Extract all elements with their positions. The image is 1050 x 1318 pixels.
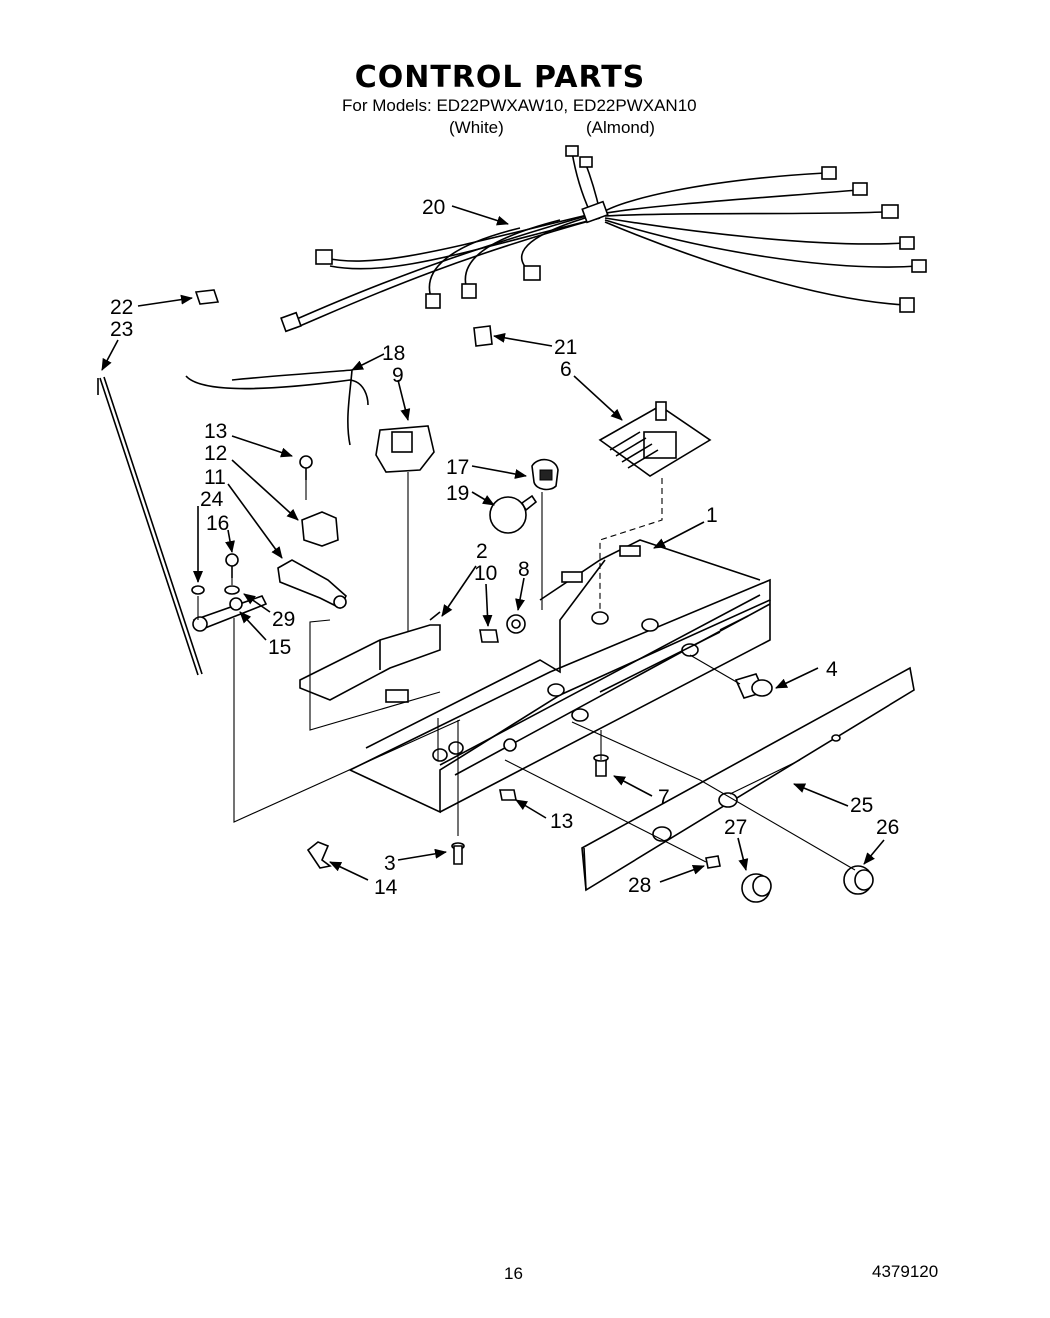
callout-24: 24 [200, 488, 224, 511]
control-board-part-6 [598, 401, 712, 610]
page-number: 16 [504, 1264, 523, 1283]
clip-part-14 [306, 841, 332, 869]
callout-14: 14 [374, 876, 398, 899]
control-housing-part-1 [348, 539, 771, 814]
clip-part-21 [473, 325, 493, 347]
document-number: 4379120 [872, 1262, 939, 1281]
callout-20: 20 [422, 196, 445, 219]
callout-27: 27 [724, 816, 747, 839]
callout-2: 2 [476, 540, 488, 563]
callout-6: 6 [560, 358, 572, 381]
callout-12: 12 [204, 442, 227, 465]
alignment-lines [197, 480, 856, 871]
callout-3: 3 [384, 852, 396, 875]
callout-13-upper: 13 [204, 420, 227, 443]
color-white-label: (White) [449, 118, 504, 137]
callout-10: 10 [474, 562, 497, 585]
callout-29: 29 [272, 608, 295, 631]
knob-part-27 [741, 873, 772, 903]
callout-4: 4 [826, 658, 838, 681]
lever-arm-part-15 [191, 585, 268, 632]
callout-16: 16 [206, 512, 229, 535]
screw-part-13-lower [499, 789, 517, 801]
callout-19: 19 [446, 482, 469, 505]
leader-arrows [101, 205, 885, 883]
callout-21: 21 [554, 336, 577, 359]
callout-18: 18 [382, 342, 405, 365]
screw-part-13-upper [299, 455, 313, 480]
light-socket-part-17 [531, 458, 559, 610]
thermostat-part-9 [375, 425, 435, 640]
bushing-part-8 [506, 614, 526, 634]
rod-part-23 [97, 376, 203, 676]
callout-25: 25 [850, 794, 873, 817]
clip-part-22 [194, 289, 220, 305]
color-almond-label: (Almond) [586, 118, 655, 137]
page-title: CONTROL PARTS [354, 60, 646, 95]
callout-26: 26 [876, 816, 899, 839]
callout-28: 28 [628, 874, 651, 897]
light-bulb-part-19 [489, 494, 538, 534]
callout-7: 7 [658, 786, 670, 809]
switch-part-4 [734, 673, 773, 699]
callout-13-lower: 13 [550, 810, 573, 833]
models-line: For Models: ED22PWXAW10, ED22PWXAN10 [342, 96, 697, 115]
clip-part-28 [705, 855, 721, 869]
callout-23: 23 [110, 318, 133, 341]
bracket-part-12 [301, 511, 339, 547]
callout-1: 1 [706, 504, 718, 527]
callout-8: 8 [518, 558, 530, 581]
callout-9: 9 [392, 364, 404, 387]
cold-control-part-11 [277, 559, 347, 610]
callout-15: 15 [268, 636, 291, 659]
tube-part-18 [185, 369, 369, 446]
callout-labels: 20 22 23 21 18 9 6 13 12 11 17 19 24 16 … [110, 196, 899, 899]
screw-part-16 [225, 553, 239, 578]
callout-17: 17 [446, 456, 469, 479]
callout-11: 11 [204, 466, 226, 489]
callout-22: 22 [110, 296, 133, 319]
console-panel-part-25 [581, 666, 915, 892]
mounting-bracket-part-2 [299, 611, 441, 703]
knob-part-26 [843, 865, 874, 895]
wire-harness [280, 145, 927, 333]
screw-part-10 [479, 629, 499, 643]
screw-part-3 [451, 842, 465, 865]
